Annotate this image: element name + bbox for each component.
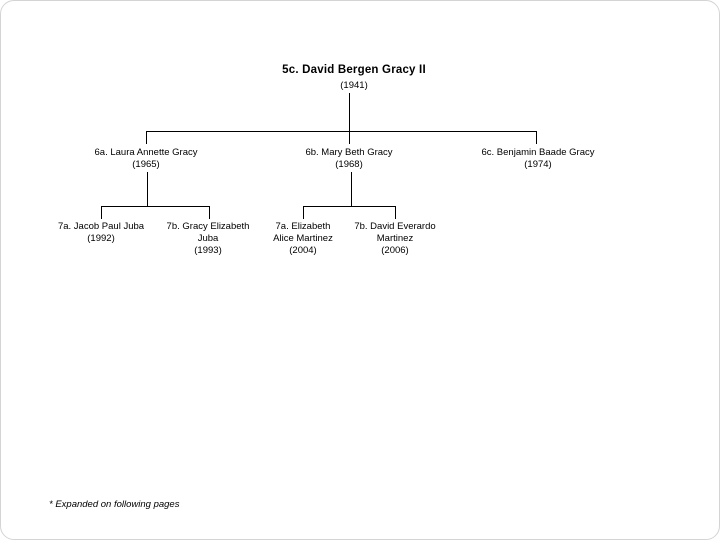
connector-martinez-bar [303,206,396,207]
connector-tick-7a-martinez [303,206,304,219]
node-7b-juba-name2: Juba [197,233,219,244]
node-7b-martinez: 7b. David Everardo Martinez (2006) [354,221,435,257]
connector-6a-stem [147,172,148,206]
node-6b-name: 6b. Mary Beth Gracy [305,147,393,158]
connector-tick-7b-martinez [395,206,396,219]
node-7b-juba-year: (1993) [194,245,222,256]
connector-6b-stem [351,172,352,206]
connector-tick-7b-juba [209,206,210,219]
node-6a-year: (1965) [132,159,160,170]
node-7b-juba: 7b. Gracy Elizabeth Juba (1993) [167,221,250,257]
connector-root-stem [349,93,350,131]
node-7a-martinez-name: 7a. Elizabeth [275,221,331,232]
connector-tick-6c [536,131,537,144]
connector-gen6-bar [146,131,537,132]
root-node-year: (1941) [340,80,368,91]
connector-tick-7a-juba [101,206,102,219]
node-7b-martinez-year: (2006) [381,245,409,256]
footnote: * Expanded on following pages [49,499,180,510]
node-6b: 6b. Mary Beth Gracy (1968) [305,147,392,171]
node-6a-name: 6a. Laura Annette Gracy [94,147,198,158]
node-6c: 6c. Benjamin Baade Gracy (1974) [481,147,594,171]
connector-juba-bar [101,206,210,207]
node-7a-martinez-year: (2004) [289,245,317,256]
node-6b-year: (1968) [335,159,363,170]
node-7a-martinez-name2: Alice Martinez [273,233,333,244]
node-7a-juba-year: (1992) [87,233,115,244]
node-6c-year: (1974) [524,159,552,170]
connector-tick-6a [146,131,147,144]
connector-tick-6b [349,131,350,144]
node-6a: 6a. Laura Annette Gracy (1965) [95,147,198,171]
node-7b-martinez-name: 7b. David Everardo [354,221,436,232]
root-node-name: 5c. David Bergen Gracy II [282,64,426,76]
node-7a-juba: 7a. Jacob Paul Juba (1992) [58,221,144,245]
node-7a-juba-name: 7a. Jacob Paul Juba [57,221,145,232]
node-7b-juba-name: 7b. Gracy Elizabeth [166,221,250,232]
node-6c-name: 6c. Benjamin Baade Gracy [481,147,595,158]
node-7b-martinez-name2: Martinez [376,233,414,244]
node-7a-martinez: 7a. Elizabeth Alice Martinez (2004) [273,221,333,257]
